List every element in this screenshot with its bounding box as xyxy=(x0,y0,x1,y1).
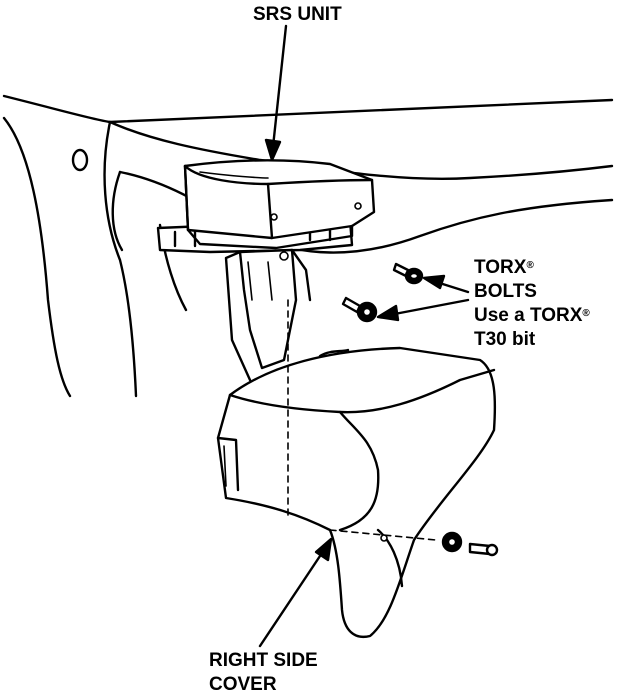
torx-bolt-lower xyxy=(341,296,378,323)
torx-label-line3: Use a TORX® xyxy=(474,304,590,328)
cover-callout-arrow xyxy=(258,537,333,648)
right-side-cover xyxy=(216,299,497,639)
registered-mark-2: ® xyxy=(582,308,590,319)
cover-label-line1: RIGHT SIDE xyxy=(209,650,318,671)
torx-label-text-3: Use a TORX xyxy=(474,305,583,326)
torx-label-line1: TORX® xyxy=(474,256,590,280)
srs-unit-text: SRS UNIT xyxy=(253,4,342,25)
torx-label-line4: T30 bit xyxy=(474,329,536,350)
srs-unit-callout-arrow xyxy=(264,24,288,162)
torx-label-text-1: TORX xyxy=(474,257,527,278)
srs-unit xyxy=(183,159,376,250)
torx-bolts-callout-arrows xyxy=(376,274,470,322)
cover-screw xyxy=(441,531,499,557)
torx-bolts-label: TORX® BOLTS Use a TORX® T30 bit xyxy=(474,256,590,352)
torx-label-line2: BOLTS xyxy=(474,281,537,302)
cover-label-line2: COVER xyxy=(209,674,277,695)
right-side-cover-label: RIGHT SIDE COVER xyxy=(209,649,318,697)
dashboard-hole xyxy=(71,148,89,172)
registered-mark-1: ® xyxy=(526,260,534,271)
srs-unit-label: SRS UNIT xyxy=(253,3,342,27)
torx-bolt-upper xyxy=(392,262,424,285)
